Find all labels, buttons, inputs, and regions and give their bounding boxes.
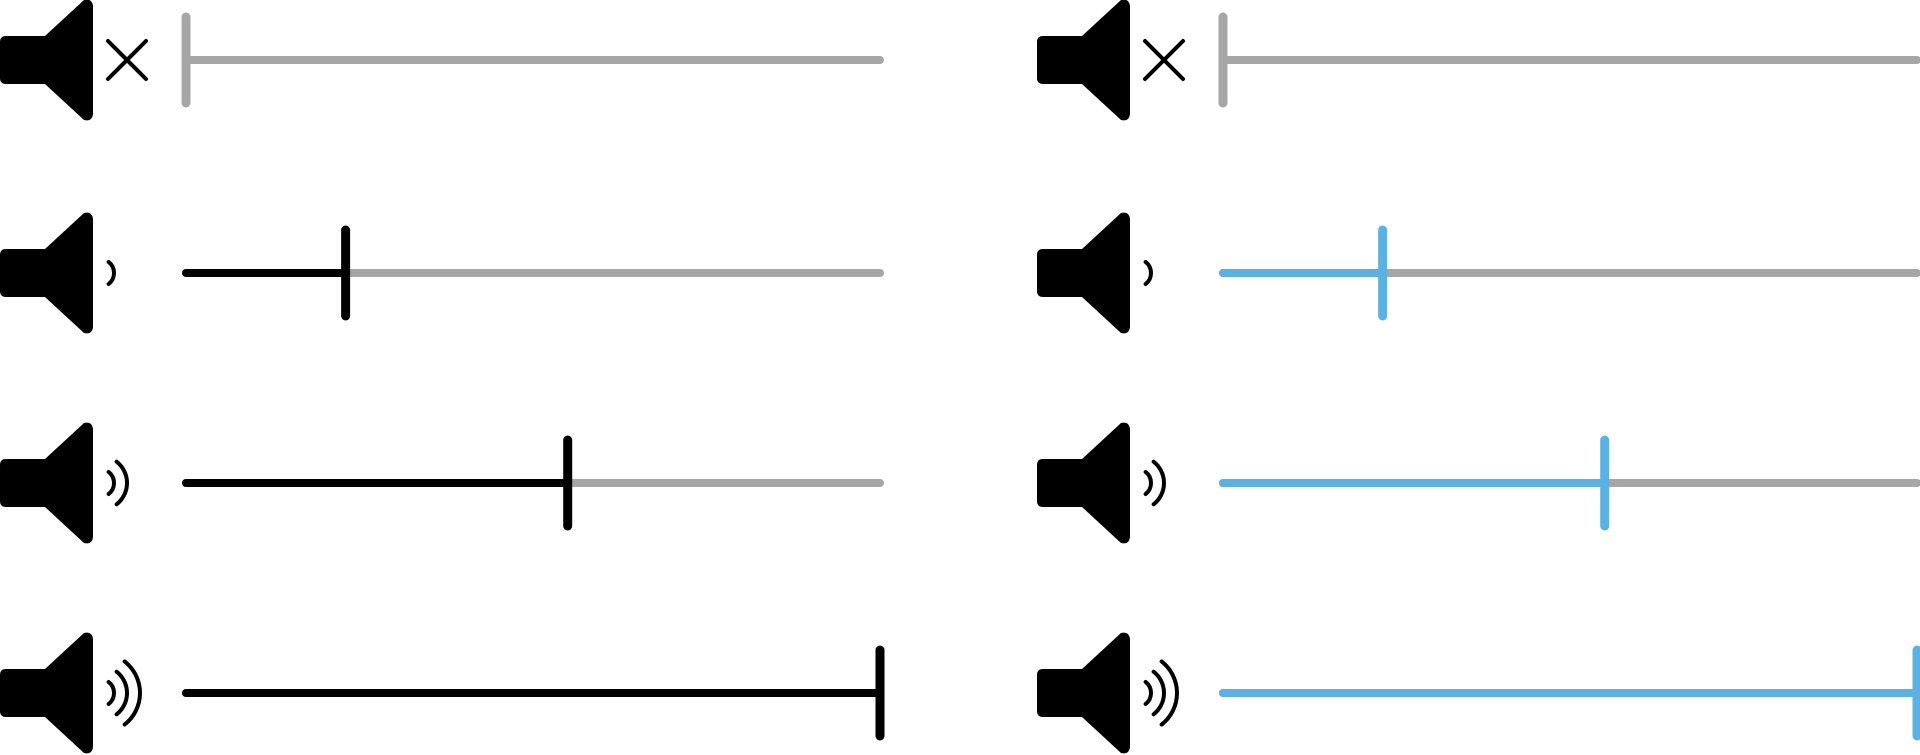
speaker-muted-icon — [0, 0, 148, 121]
speaker-body — [1037, 212, 1130, 334]
speaker-high-volume-icon — [1037, 632, 1179, 754]
speaker-body — [1037, 0, 1130, 121]
volume-slider-row[interactable] — [0, 212, 884, 334]
sound-wave — [122, 659, 142, 727]
volume-slider-row[interactable] — [1037, 0, 1920, 121]
speaker-body — [0, 212, 93, 334]
volume-slider-row[interactable] — [0, 632, 885, 754]
sound-wave — [106, 469, 116, 497]
sound-wave — [1151, 669, 1166, 717]
speaker-medium-volume-icon — [1037, 422, 1166, 544]
volume-slider-row[interactable] — [1037, 212, 1920, 334]
speaker-low-volume-icon — [1037, 212, 1153, 334]
speaker-muted-icon — [1037, 0, 1185, 121]
sound-wave — [106, 679, 116, 707]
mute-cross — [1143, 39, 1185, 81]
speaker-high-volume-icon — [0, 632, 142, 754]
sound-wave — [106, 259, 116, 287]
sound-wave — [114, 459, 129, 507]
volume-slider-row[interactable] — [1037, 632, 1920, 754]
speaker-medium-volume-icon — [0, 422, 129, 544]
sound-wave — [1159, 659, 1179, 727]
sound-wave — [1151, 459, 1166, 507]
speaker-body — [0, 422, 93, 544]
speaker-low-volume-icon — [0, 212, 116, 334]
mute-cross — [106, 39, 148, 81]
sound-wave — [1143, 679, 1153, 707]
volume-slider-row[interactable] — [0, 422, 884, 544]
speaker-body — [1037, 632, 1130, 754]
volume-slider-row[interactable] — [1037, 422, 1920, 544]
volume-slider-row[interactable] — [0, 0, 884, 121]
sound-wave — [114, 669, 129, 717]
sound-wave — [1143, 469, 1153, 497]
speaker-body — [0, 632, 93, 754]
sound-wave — [1143, 259, 1153, 287]
speaker-body — [0, 0, 93, 121]
speaker-body — [1037, 422, 1130, 544]
